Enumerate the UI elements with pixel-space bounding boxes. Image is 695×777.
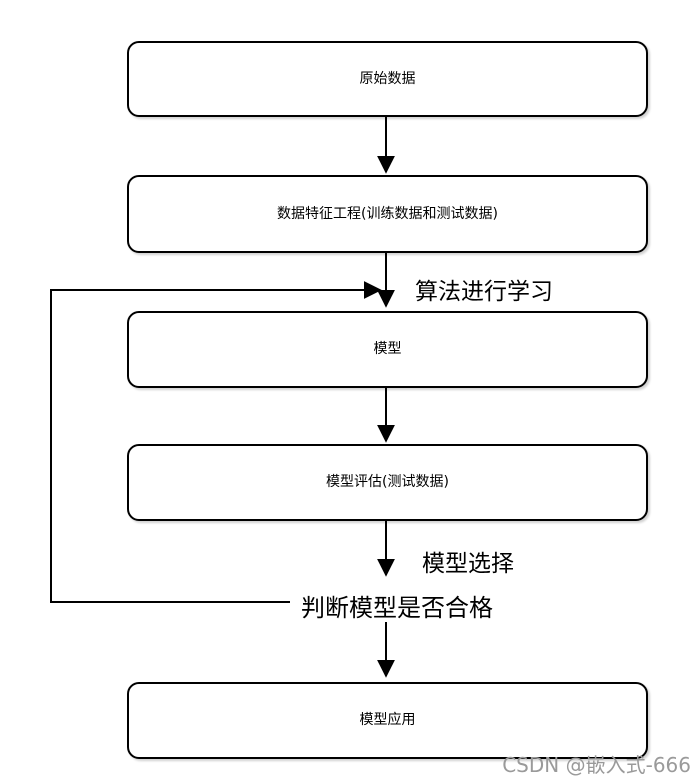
- node-model-evaluation: 模型评估(测试数据): [127, 444, 648, 521]
- node-raw-data: 原始数据: [127, 41, 648, 117]
- node-raw-data-label: 原始数据: [359, 70, 416, 87]
- node-model-label: 模型: [373, 341, 402, 358]
- node-feature-engineering-label: 数据特征工程(训练数据和测试数据): [277, 205, 498, 222]
- node-feature-engineering: 数据特征工程(训练数据和测试数据): [127, 175, 648, 253]
- edge-label-model-selection: 模型选择: [422, 551, 514, 577]
- node-model: 模型: [127, 311, 648, 388]
- node-model-application-label: 模型应用: [359, 712, 416, 729]
- node-model-evaluation-label: 模型评估(测试数据): [326, 474, 449, 491]
- edge-label-judge-qualified: 判断模型是否合格: [301, 594, 493, 622]
- csdn-watermark: CSDN @嵌入式-666: [502, 753, 691, 777]
- node-model-application: 模型应用: [127, 682, 648, 759]
- edge-label-algorithm-learning: 算法进行学习: [415, 279, 553, 305]
